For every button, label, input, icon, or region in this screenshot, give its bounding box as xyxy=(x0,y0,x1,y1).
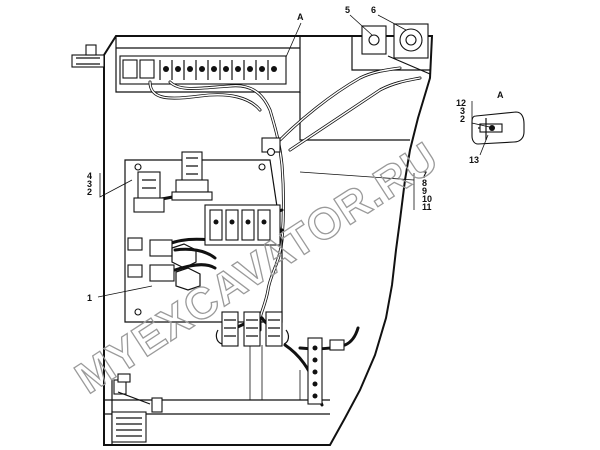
callout-1: 1 xyxy=(87,293,92,303)
callout-stack-left-1: 3 xyxy=(87,179,92,189)
callout-detail-1: 3 xyxy=(460,106,465,116)
watermark-text: MYEXCAVATOR.RU xyxy=(67,133,447,404)
detail-a-view xyxy=(471,111,525,145)
callout-stack-right-0: 7 xyxy=(422,170,427,180)
hinge-bracket xyxy=(71,44,105,68)
bottom-latch xyxy=(111,373,163,443)
callout-13: 13 xyxy=(469,155,479,165)
callout-detail-2: 2 xyxy=(460,114,465,124)
top-relay-strip xyxy=(119,55,287,85)
callout-stack-left-2: 2 xyxy=(87,187,92,197)
callout-stack-right-3: 10 xyxy=(422,194,432,204)
actuator-unit xyxy=(133,151,213,213)
wire-clamp xyxy=(261,137,281,157)
callout-stack-right-1: 8 xyxy=(422,178,427,188)
callout-a-top: A xyxy=(297,12,304,22)
component-board xyxy=(124,159,283,323)
relay-block xyxy=(204,204,281,246)
callout-stack-right-4: 11 xyxy=(422,202,432,212)
terminal-strip xyxy=(307,337,345,405)
lower-left-components xyxy=(127,237,201,291)
detail-a-title: A xyxy=(497,90,504,100)
callout-stack-left-0: 4 xyxy=(87,171,92,181)
callout-stack-right-2: 9 xyxy=(422,186,427,196)
callout-6: 6 xyxy=(371,5,376,15)
leader-lines xyxy=(97,14,495,298)
callout-labels: A 5 6 1 4 3 2 7 8 9 10 11 A 12 3 2 13 xyxy=(87,5,504,303)
top-right-connectors xyxy=(361,23,431,75)
callout-detail-0: 12 xyxy=(456,98,466,108)
lower-connector-group xyxy=(215,311,290,347)
callout-5: 5 xyxy=(345,5,350,15)
